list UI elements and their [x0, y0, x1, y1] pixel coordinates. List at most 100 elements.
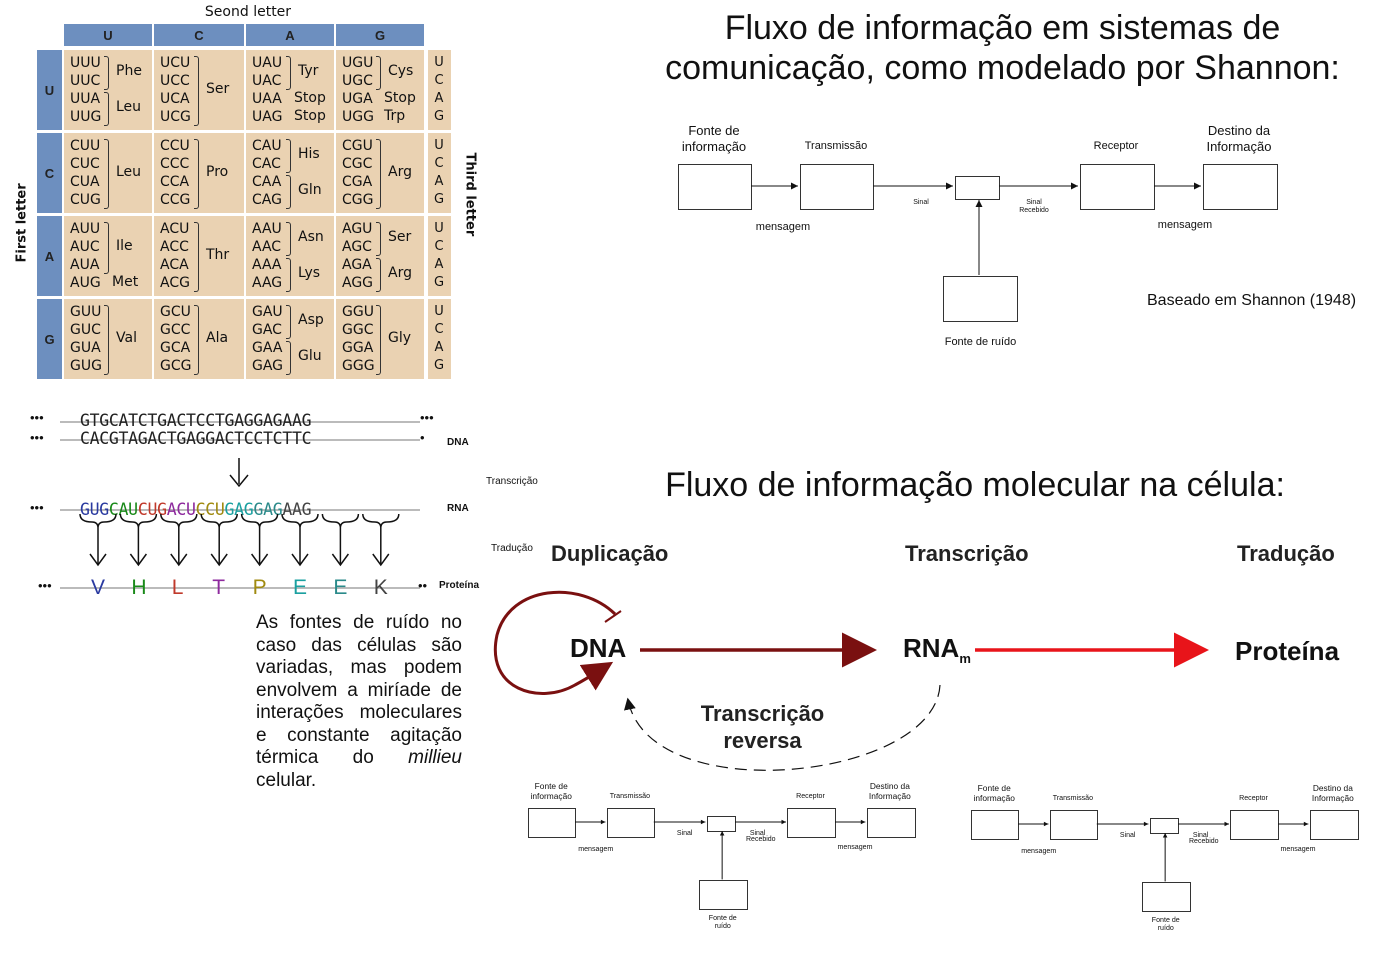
rna-codon: GAG — [253, 500, 283, 519]
codon: CCU — [160, 138, 190, 154]
translation-heading: Tradução — [1237, 541, 1335, 566]
codon: ACU — [160, 221, 190, 237]
codon: GGC — [342, 322, 374, 338]
codon-braces — [79, 513, 400, 567]
codon: GAG — [252, 358, 284, 374]
transmitter-box — [1049, 809, 1099, 841]
duplication-loop-arrow — [493, 590, 617, 695]
codon: GCC — [160, 322, 191, 338]
reverse-l2: reversa — [723, 728, 802, 753]
codon: CGA — [342, 174, 373, 190]
codon-block — [154, 50, 244, 130]
signal-label: Sinal — [913, 199, 929, 206]
codon-brace — [240, 513, 279, 529]
codon: GUA — [70, 340, 101, 356]
protein-dots-left: ••• — [38, 578, 52, 593]
rna-codon: AAG — [282, 500, 312, 519]
amino-acid-label: Arg — [388, 265, 412, 281]
protein-residue: L — [171, 576, 184, 599]
codon: AAC — [252, 239, 282, 255]
destination-label-l2: Informação — [868, 791, 911, 802]
codon-bracket — [104, 139, 109, 209]
codon: CUU — [70, 138, 101, 154]
column-header-0: U — [64, 24, 152, 46]
codon: CGC — [342, 156, 373, 172]
codon-arrowhead — [210, 553, 228, 567]
codon-bracket — [194, 139, 199, 209]
codon-arrowhead — [372, 553, 390, 567]
receiver-box — [787, 807, 837, 839]
codon: CCG — [160, 192, 191, 208]
signal-label: Sinal — [1119, 832, 1136, 840]
third-letter-column-1 — [428, 133, 451, 213]
codon: ACC — [160, 239, 189, 255]
amino-acid-label: Ala — [206, 330, 229, 346]
amino-acid-label: Ser — [388, 229, 412, 245]
codon-bracket — [286, 56, 291, 90]
signal-label: Sinal — [676, 830, 693, 838]
protein-label: Proteína — [439, 580, 480, 591]
dna-dots-left-bottom: ••• — [30, 430, 44, 445]
shannon-arrows — [575, 819, 866, 880]
codon-bracket — [104, 56, 109, 90]
codon-arrowhead — [291, 553, 309, 567]
codon: CUC — [70, 156, 100, 172]
transmitter-box — [606, 807, 656, 839]
codon: UGU — [342, 55, 374, 71]
codon-bracket — [286, 175, 291, 209]
third-letter-column-2 — [428, 216, 451, 296]
codon: UGA — [342, 91, 373, 107]
destination-box — [1203, 164, 1278, 210]
third-letter: U — [434, 55, 444, 70]
codon: UCA — [160, 91, 190, 107]
amino-acid-label: Asp — [298, 312, 324, 328]
amino-acid-label: Gly — [388, 330, 412, 346]
amino-acid-label: Arg — [388, 164, 412, 180]
codon: AGC — [342, 239, 372, 255]
amino-acid-label: Asn — [298, 229, 324, 245]
sequence-lines — [60, 421, 420, 589]
rna-codon: ACU — [166, 500, 196, 519]
received-label-l1: Sinal — [749, 830, 766, 838]
receiver-box — [1230, 809, 1280, 841]
shannon-title: Fluxo de informação em sistemas de comun… — [620, 8, 1385, 88]
codon: AAA — [252, 257, 282, 273]
noise-text-part2: celular. — [256, 769, 317, 791]
codon: CAG — [252, 192, 282, 208]
dna-dot-right-bottom: • — [420, 430, 425, 445]
molecular-flow-arrows — [493, 590, 1209, 771]
third-letter-column-0 — [428, 50, 451, 130]
codon: AUG — [70, 275, 101, 291]
received-label-l2: Recebido — [746, 835, 776, 843]
reverse-l1: Transcrição — [700, 701, 825, 726]
codon-bracket — [194, 222, 199, 292]
codon-bracket — [104, 92, 109, 126]
codon-bracket — [376, 222, 381, 256]
codon-bracket — [376, 56, 381, 90]
shannon-arrows — [751, 182, 1201, 275]
source-label-l2: informação — [973, 793, 1015, 804]
third-letter: G — [433, 358, 445, 373]
source-label-l2: informação — [681, 139, 747, 154]
amino-acid-label: Leu — [116, 99, 142, 115]
codon: CUA — [70, 174, 100, 190]
dna-label: DNA — [447, 437, 469, 448]
codon-arrowhead — [170, 553, 188, 567]
codon: AGA — [342, 257, 372, 273]
codon: CGG — [342, 192, 374, 208]
noise-text-italic: millieu — [408, 747, 462, 768]
second-letter-label: Seond letter — [204, 4, 292, 20]
codon: AUC — [70, 239, 100, 255]
row-header-0: U — [37, 50, 62, 130]
codon: UCG — [160, 109, 191, 125]
receiver-label: Receptor — [1093, 140, 1139, 152]
source-label-l1: Fonte de — [534, 781, 568, 791]
codon: UAG — [252, 109, 283, 125]
amino-acid-label: Stop — [294, 108, 326, 124]
receiver-label: Receptor — [1239, 794, 1268, 803]
amino-acid-label: Phe — [116, 63, 142, 79]
third-letter: U — [434, 304, 444, 319]
shannon-arrows — [1018, 821, 1309, 882]
codon: UAC — [252, 73, 282, 89]
codon: UAA — [252, 91, 282, 107]
